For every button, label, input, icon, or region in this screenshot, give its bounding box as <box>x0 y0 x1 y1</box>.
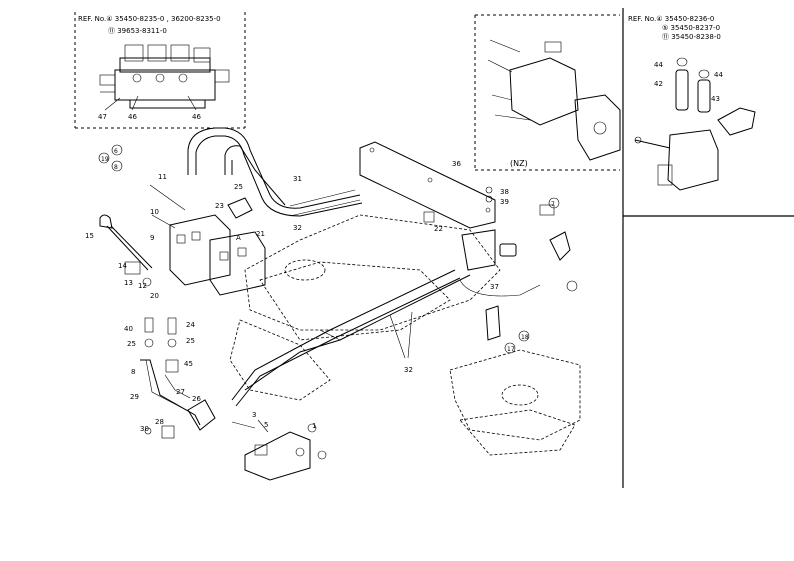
callout-42: 42 <box>654 80 663 88</box>
callout-11: 11 <box>158 173 167 181</box>
leader-32b-2 <box>407 311 413 359</box>
lower-valve <box>231 419 327 481</box>
callout-8b: 8 <box>131 368 135 376</box>
callout-24: 24 <box>186 321 195 329</box>
callout-39: 39 <box>500 198 509 206</box>
callout-44b: 44 <box>714 71 723 79</box>
callout-3: 3 <box>252 411 256 419</box>
tractor-body-outline <box>229 214 581 456</box>
callout-37: 37 <box>490 283 499 291</box>
callout-32b: 32 <box>404 366 413 374</box>
ref-top-right-line3: ⑪ 35450-8238-0 <box>662 33 721 41</box>
callout-17: 17 <box>507 346 515 353</box>
bracket-plate <box>359 141 496 229</box>
leader-32b-1 <box>389 314 406 359</box>
ref-top-right-line1: REF. No.④ 35450-8236-0 <box>628 15 714 23</box>
callout-25b: 25 <box>186 337 195 345</box>
callout-18: 18 <box>521 334 529 341</box>
circled-callouts <box>98 144 560 354</box>
callout-14: 14 <box>118 262 127 270</box>
control-valve-block <box>149 184 266 296</box>
callout-15: 15 <box>85 232 94 240</box>
callout-20: 20 <box>150 292 159 300</box>
callout-7: 6 <box>114 148 118 155</box>
callout-38: 38 <box>500 188 509 196</box>
callout-8: 8 <box>114 164 118 171</box>
callout-31: 31 <box>293 175 302 183</box>
callout-21: 21 <box>256 230 265 238</box>
hydraulic-hoses <box>187 127 363 217</box>
callout-32a: 32 <box>293 224 302 232</box>
callout-13: 13 <box>124 279 133 287</box>
callout-25a: 25 <box>234 183 243 191</box>
callout-27: 27 <box>176 388 185 396</box>
callout-30: 30 <box>140 425 149 433</box>
callout-47: 47 <box>98 113 107 121</box>
callout-6: 19 <box>101 156 109 163</box>
ref-top-left-line1: REF. No.④ 35450-8235-0 , 36200-8235-0 <box>78 15 221 23</box>
inset-nz-assembly <box>487 39 621 161</box>
inset-valve-assembly <box>99 44 230 109</box>
callout-22: 22 <box>434 225 443 233</box>
callout-46b: 46 <box>192 113 201 121</box>
ref-top-right-line2: ⑤ 35450-8237-0 <box>662 24 720 32</box>
callout-29: 29 <box>130 393 139 401</box>
callout-A: A <box>236 234 241 242</box>
leader-47 <box>104 97 121 111</box>
callout-9: 9 <box>150 234 154 242</box>
callout-1: 1 <box>312 422 316 430</box>
long-pipes <box>231 269 471 407</box>
callout-5: 5 <box>264 421 268 429</box>
control-lever <box>99 214 153 287</box>
callout-12: 12 <box>138 282 147 290</box>
lower-left-fittings <box>140 317 216 439</box>
right-fittings <box>423 186 578 341</box>
callout-28: 28 <box>155 418 164 426</box>
leader-46a <box>131 95 139 111</box>
callout-46a: 46 <box>128 113 137 121</box>
callout-19: 7 <box>551 201 555 208</box>
ref-top-left-line2: ⑪ 39653-8311-0 <box>108 27 167 35</box>
callout-25c: 25 <box>127 340 136 348</box>
callout-44a: 44 <box>654 61 663 69</box>
leader-46b <box>187 95 197 111</box>
callout-26: 26 <box>192 395 201 403</box>
callout-23: 23 <box>215 202 224 210</box>
callout-45: 45 <box>184 360 193 368</box>
callout-43: 43 <box>711 95 720 103</box>
callout-40: 40 <box>124 325 133 333</box>
callout-10: 10 <box>150 208 159 216</box>
nz-label: (NZ) <box>510 159 528 168</box>
inset-cartridge-valve <box>634 57 756 191</box>
callout-36: 36 <box>452 160 461 168</box>
